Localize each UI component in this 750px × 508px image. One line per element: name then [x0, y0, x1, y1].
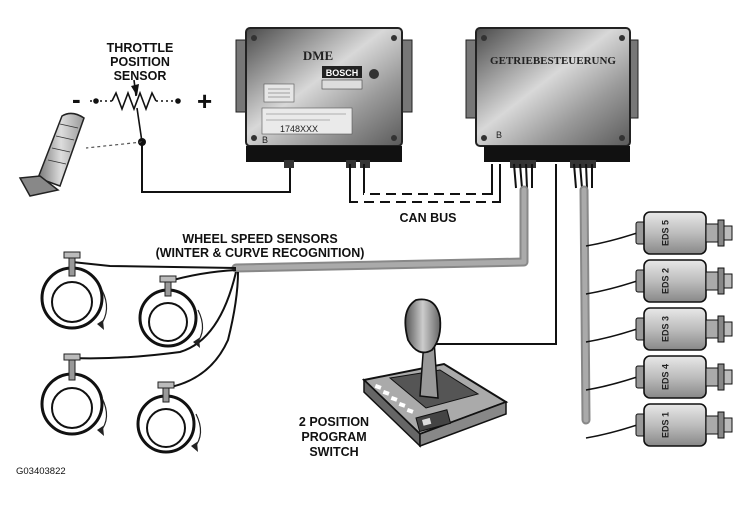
gear-knob[interactable] — [404, 298, 442, 354]
eds-solenoid-label: EDS 1 — [660, 412, 670, 438]
throttle-label-line3: SENSOR — [114, 69, 167, 83]
wheel-sensors-label-line1: WHEEL SPEED SENSORS — [182, 232, 337, 246]
eds-solenoid: EDS 1 — [585, 403, 733, 447]
can-bus: CAN BUS — [349, 164, 501, 225]
dme-title: DME — [303, 48, 333, 63]
eds-solenoid-stack: EDS 5 EDS 2 EDS 3 EDS 4 EDS 1 — [585, 211, 733, 447]
eds-solenoid-label: EDS 4 — [660, 364, 670, 390]
wheel-sensor-rear-left — [40, 353, 108, 436]
eds-solenoid: EDS 4 — [585, 355, 733, 399]
gear-selector — [361, 298, 509, 448]
throttle-label-line1: THROTTLE — [107, 41, 174, 55]
minus-sign: - — [72, 84, 81, 114]
throttle-label-line2: POSITION — [110, 55, 170, 69]
switch-label-line3: SWITCH — [309, 445, 358, 459]
wheel-sensor-front-right — [138, 275, 204, 348]
figure-id: G03403822 — [16, 466, 66, 477]
transmission-control-module: GETRIEBESTEUERUNG B — [465, 27, 639, 168]
can-bus-label: CAN BUS — [400, 211, 457, 225]
eds-solenoid: EDS 5 — [585, 211, 733, 255]
dme-part-number: 1748XXX — [280, 124, 318, 134]
egs-title: GETRIEBESTEUERUNG — [490, 55, 616, 67]
eds-solenoid-label: EDS 5 — [660, 220, 670, 246]
accelerator-pedal — [18, 112, 85, 197]
throttle-position-sensor: THROTTLE POSITION SENSOR - + — [72, 41, 212, 149]
plus-sign: + — [197, 86, 212, 116]
wheel-sensor-rear-right — [136, 381, 202, 454]
harness-bundles — [231, 163, 593, 425]
program-switch[interactable] — [415, 409, 452, 433]
wheel-sensor-wires — [69, 261, 239, 389]
dme-module: DME BOSCH B 1748XXX — [235, 27, 413, 168]
switch-label-line1: 2 POSITION — [299, 415, 369, 429]
bosch-logo: BOSCH — [326, 68, 359, 78]
eds-solenoid: EDS 2 — [585, 259, 733, 303]
eds-solenoid-label: EDS 2 — [660, 268, 670, 294]
dme-b-mark: B — [262, 135, 268, 145]
switch-label-line2: PROGRAM — [301, 430, 366, 444]
tps-wire — [141, 142, 291, 193]
eds-solenoid: EDS 3 — [585, 307, 733, 351]
egs-b-mark: B — [496, 130, 502, 140]
eds-solenoid-label: EDS 3 — [660, 316, 670, 342]
wheel-sensor-front-left — [40, 251, 108, 330]
wheel-sensors-label-line2: (WINTER & CURVE RECOGNITION) — [156, 246, 365, 260]
